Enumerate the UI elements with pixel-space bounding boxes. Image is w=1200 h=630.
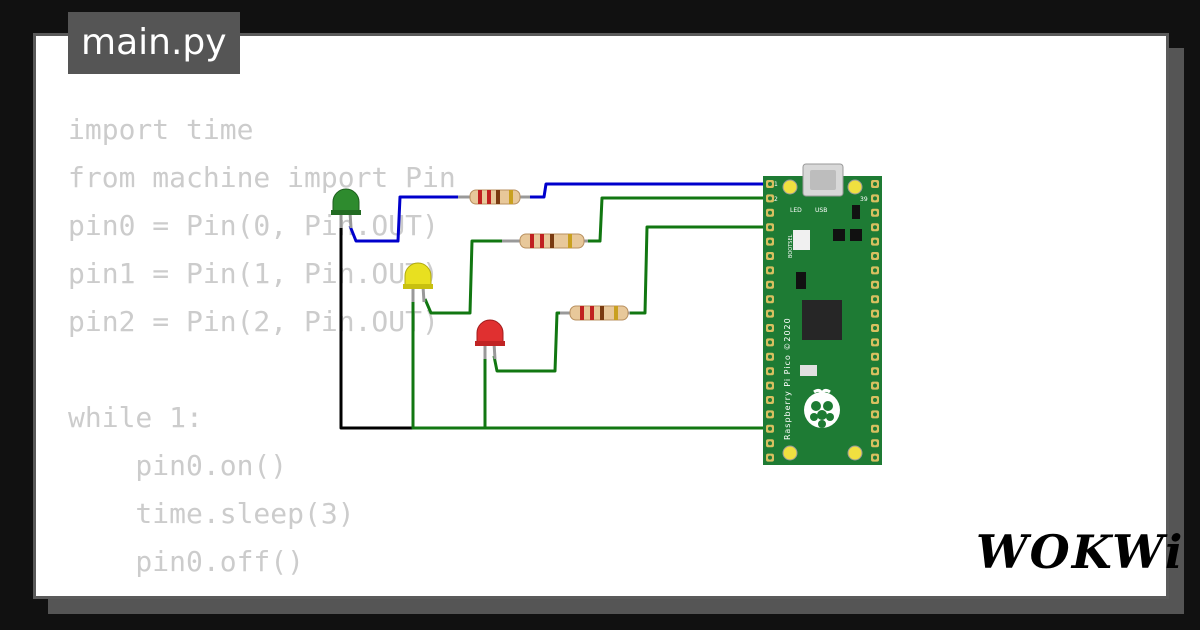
pin-hole — [768, 340, 772, 345]
pin-hole — [768, 398, 772, 402]
pin-hole — [873, 383, 877, 388]
led-yellow[interactable] — [403, 262, 433, 303]
pin-hole — [873, 182, 877, 186]
pin-hole — [873, 455, 877, 460]
pin-header-left — [766, 180, 774, 462]
wire-blue — [348, 195, 458, 243]
pin-number-label: 39 — [860, 196, 868, 203]
pin-hole — [873, 354, 877, 359]
pin-hole — [768, 441, 772, 446]
resistor[interactable] — [560, 305, 630, 321]
code-line: import time — [68, 113, 254, 146]
pin-hole — [873, 225, 877, 230]
wokwi-logo: WOKWi — [976, 525, 1185, 579]
led-label: LED — [790, 207, 802, 214]
pin-hole — [768, 282, 772, 287]
pin-hole — [768, 297, 772, 302]
pin-hole — [768, 254, 772, 258]
pin-hole — [768, 225, 772, 230]
pin-hole — [873, 326, 877, 330]
code-line: while 1: — [68, 401, 203, 434]
wire-blue — [530, 182, 772, 199]
wire-green — [630, 225, 772, 315]
wire-green — [492, 311, 560, 373]
raspberry-pi-pico-board[interactable]: LED USB 1 2 39 BOOTSEL Raspberry Pi Pico… — [763, 163, 882, 465]
wire-green — [423, 239, 502, 315]
pin-hole — [873, 426, 877, 431]
pin-number-label: 2 — [774, 196, 778, 203]
pin-hole — [768, 182, 772, 186]
pin-header-right — [871, 180, 879, 462]
pin-hole — [768, 239, 772, 244]
pin-hole — [873, 398, 877, 402]
code-line: time.sleep(3) — [68, 497, 355, 530]
wire-green — [411, 300, 772, 430]
pin-hole — [768, 196, 772, 201]
pin-hole — [873, 369, 877, 374]
code-line: pin0.off() — [68, 545, 305, 578]
pin-hole — [768, 455, 772, 460]
pin-hole — [873, 239, 877, 244]
board-label: Raspberry Pi Pico ©2020 — [783, 317, 792, 440]
pin-hole — [768, 412, 772, 417]
pin-hole — [873, 196, 877, 201]
code-line: pin0.on() — [68, 449, 288, 482]
led-green[interactable] — [331, 188, 361, 229]
code-line: pin0 = Pin(0, Pin.OUT) — [68, 209, 439, 242]
resistor[interactable] — [458, 189, 530, 205]
raspberry-logo — [804, 388, 840, 428]
pin-hole — [768, 311, 772, 316]
pin-hole — [873, 282, 877, 287]
pin-hole — [873, 441, 877, 446]
usb-label: USB — [815, 207, 827, 214]
led-red[interactable] — [475, 319, 505, 360]
code-line: from machine import Pin — [68, 161, 456, 194]
wires — [339, 182, 772, 430]
pin-hole — [768, 383, 772, 388]
pin-number-label: 1 — [774, 181, 778, 188]
wire-green — [588, 196, 772, 243]
pin-hole — [768, 326, 772, 330]
code-line: time.sleep(6) — [68, 586, 456, 596]
pin-hole — [873, 268, 877, 273]
file-tab[interactable]: main.py — [68, 12, 240, 74]
pin-hole — [873, 412, 877, 417]
pin-hole — [873, 340, 877, 345]
pin-hole — [873, 297, 877, 302]
code-line: pin2 = Pin(2, Pin.OUT) — [68, 305, 439, 338]
pin-hole — [768, 426, 772, 431]
wire-ground — [339, 226, 414, 430]
pin-hole — [768, 369, 772, 374]
pin-hole — [873, 311, 877, 316]
code-background: import time from machine import Pin pin0 =… — [68, 106, 456, 596]
pin-hole — [873, 210, 877, 215]
resistor[interactable] — [502, 233, 588, 249]
pin-hole — [768, 210, 772, 215]
pin-hole — [768, 354, 772, 359]
bootsel-label: BOOTSEL — [788, 234, 794, 258]
pin-hole — [768, 268, 772, 273]
pin-hole — [873, 254, 877, 258]
